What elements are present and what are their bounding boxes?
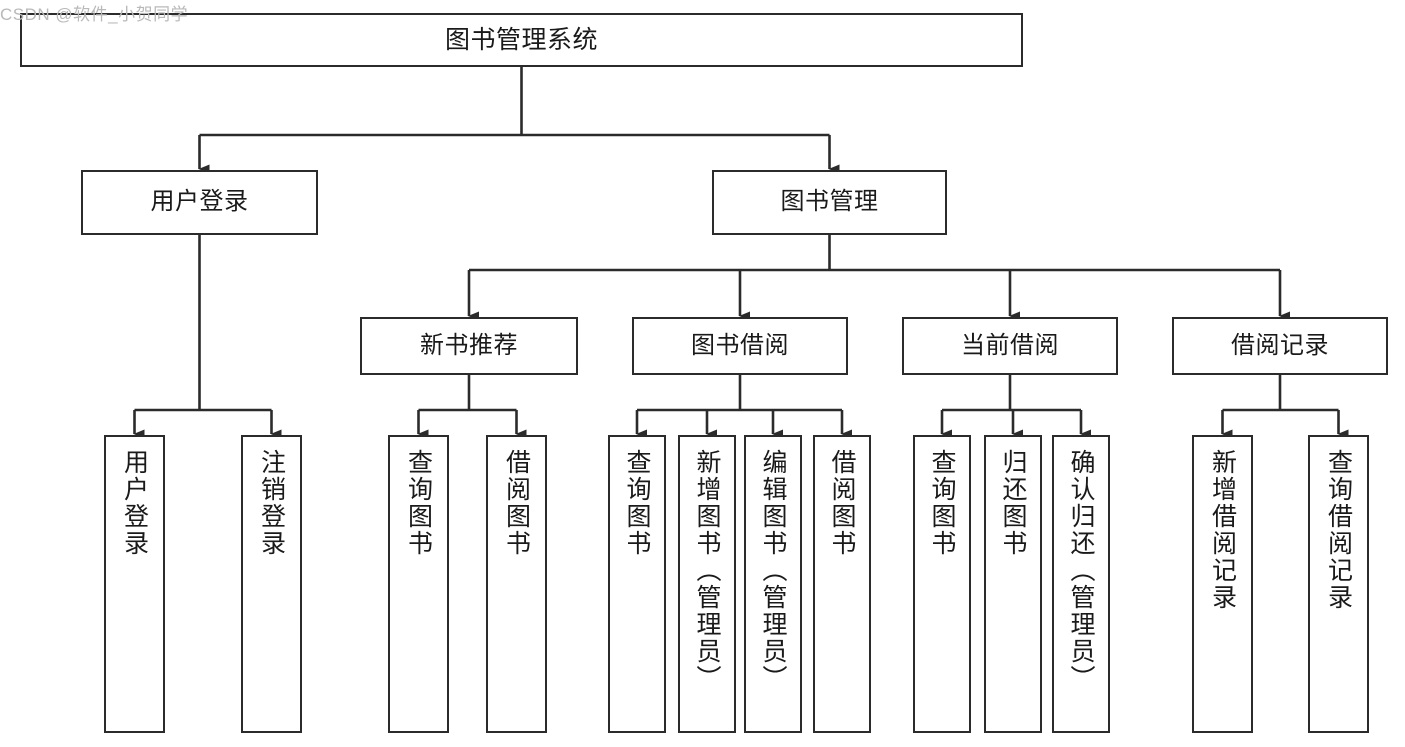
edge-paths [133, 67, 1349, 439]
node-leaf-query-book-2[interactable]: 查询图书 [608, 435, 666, 733]
node-leaf-confirm-return[interactable]: 确认归还（管理员） [1052, 435, 1110, 733]
node-leaf-user-logout[interactable]: 注销登录 [241, 435, 302, 733]
node-borrow-records[interactable]: 借阅记录 [1172, 317, 1388, 375]
node-label: 归还图书 [999, 449, 1027, 557]
node-label: 查询图书 [928, 449, 956, 557]
node-label: 编辑图书（管理员） [759, 449, 787, 692]
node-label: 查询借阅记录 [1324, 449, 1353, 611]
node-root[interactable]: 图书管理系统 [20, 13, 1023, 67]
node-label: 新书推荐 [420, 331, 518, 359]
node-label: 新增借阅记录 [1208, 449, 1237, 611]
node-label: 用户登录 [150, 188, 249, 216]
node-leaf-borrow-book-2[interactable]: 借阅图书 [813, 435, 871, 733]
node-leaf-query-book-3[interactable]: 查询图书 [913, 435, 971, 733]
node-label: 借阅图书 [502, 449, 531, 557]
node-leaf-user-login[interactable]: 用户登录 [104, 435, 165, 733]
node-label: 注销登录 [257, 449, 286, 557]
node-leaf-add-record[interactable]: 新增借阅记录 [1192, 435, 1253, 733]
node-label: 确认归还（管理员） [1067, 449, 1095, 692]
node-leaf-query-book-1[interactable]: 查询图书 [388, 435, 449, 733]
node-leaf-add-book[interactable]: 新增图书（管理员） [678, 435, 736, 733]
node-label: 用户登录 [120, 449, 149, 557]
node-label: 借阅记录 [1231, 331, 1329, 359]
node-leaf-return-book[interactable]: 归还图书 [984, 435, 1042, 733]
node-label: 借阅图书 [828, 449, 856, 557]
node-leaf-edit-book[interactable]: 编辑图书（管理员） [744, 435, 802, 733]
node-label: 查询图书 [404, 449, 433, 557]
node-label: 图书管理系统 [444, 26, 598, 54]
node-book-manage[interactable]: 图书管理 [712, 170, 947, 235]
node-label: 图书借阅 [691, 331, 789, 359]
node-label: 新增图书（管理员） [693, 449, 721, 692]
node-book-borrow[interactable]: 图书借阅 [632, 317, 848, 375]
node-current-borrow[interactable]: 当前借阅 [902, 317, 1118, 375]
node-user-login[interactable]: 用户登录 [81, 170, 318, 235]
node-leaf-borrow-book-1[interactable]: 借阅图书 [486, 435, 547, 733]
node-new-book-rec[interactable]: 新书推荐 [360, 317, 578, 375]
node-label: 当前借阅 [961, 331, 1059, 359]
node-label: 查询图书 [623, 449, 651, 557]
node-leaf-query-record[interactable]: 查询借阅记录 [1308, 435, 1369, 733]
node-label: 图书管理 [780, 188, 879, 216]
